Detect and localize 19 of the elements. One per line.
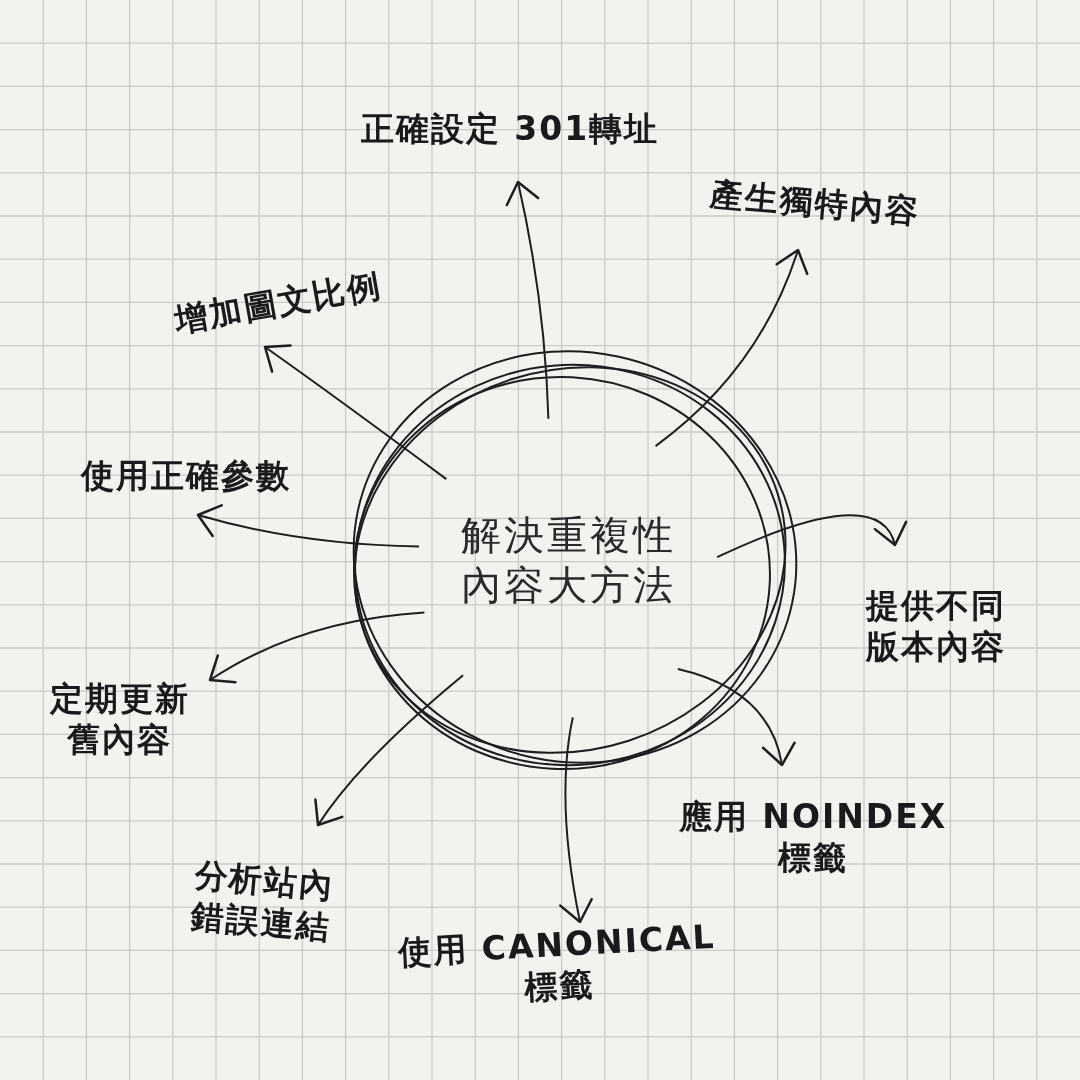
method-label: 使用正確參數 [79, 455, 292, 497]
center-title: 解決重複性內容大方法 [459, 511, 677, 610]
method-label: 分析站內錯誤連結 [188, 854, 337, 950]
arrow [208, 611, 426, 685]
method-label: 應用 NOINDEX標籤 [677, 796, 949, 879]
arrow [196, 503, 420, 548]
arrow [263, 344, 448, 481]
arrow [654, 248, 808, 448]
method-label: 定期更新舊內容 [48, 678, 191, 761]
method-label: 增加圖文比例 [170, 264, 386, 342]
arrow [676, 668, 795, 767]
method-label: 產生獨特內容 [707, 172, 923, 234]
method-label: 提供不同版本內容 [864, 585, 1007, 668]
arrow [505, 180, 550, 420]
arrow [559, 716, 594, 924]
method-label: 正確設定 301轉址 [359, 108, 661, 150]
arrow [716, 514, 905, 559]
arrow [314, 674, 465, 827]
method-label: 使用 CANONICAL標籤 [396, 915, 718, 1010]
